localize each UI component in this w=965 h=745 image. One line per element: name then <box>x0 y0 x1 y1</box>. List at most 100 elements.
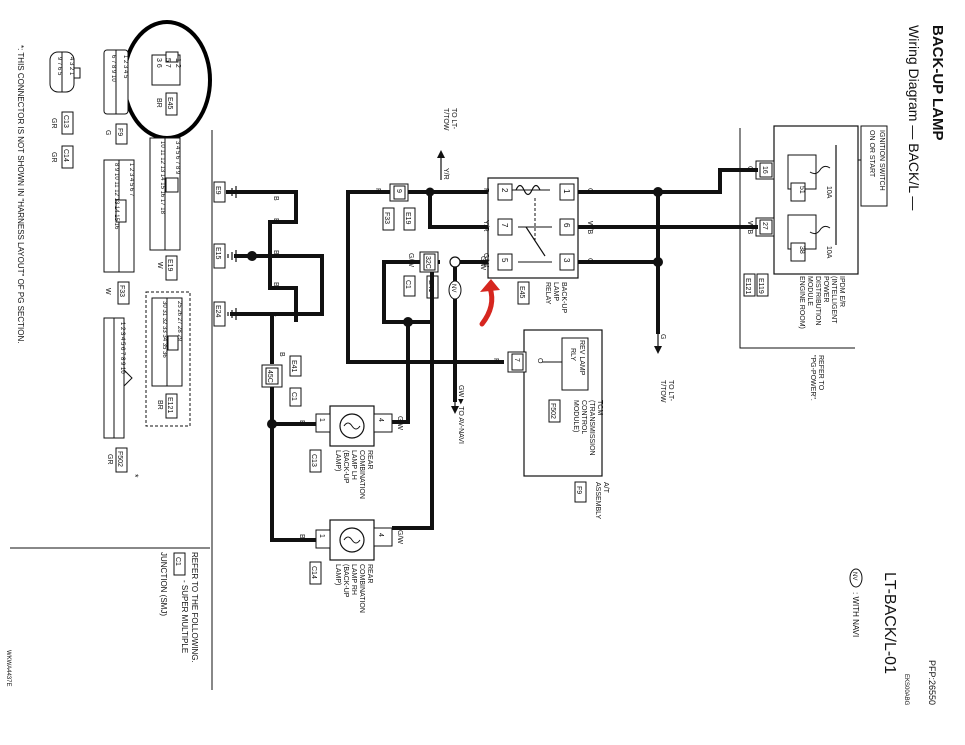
f33-face-row2: 8 9 10 11 12 13 14 15 16 <box>113 163 119 230</box>
lamp-lh-name-1: REAR <box>366 450 373 469</box>
c13-face-row2: 9 7 6 5 <box>56 57 62 76</box>
ground-wire-b-3: B <box>272 282 279 287</box>
ipdm-name-3: POWER <box>822 276 829 302</box>
tcm-pin-7: 7 <box>513 358 520 362</box>
at-assembly-1: A/T <box>602 482 609 494</box>
relay-pin-2: 2 <box>500 188 509 193</box>
f9-face-row1: 1 2 3 4 5 <box>122 55 128 79</box>
connector-e119-label: E119 <box>757 278 764 294</box>
lamp-lh-name-2: COMBINATION <box>358 450 365 499</box>
ground-wire-b-2: B <box>272 250 279 255</box>
c13-face-color: GR <box>50 118 57 129</box>
relay-pin-6: 6 <box>562 223 571 228</box>
tcm-name-1: TCM <box>596 400 603 415</box>
wire-gw-c1: G/W <box>407 253 414 267</box>
connector-c13-lamp: C13 <box>310 454 317 467</box>
relay-wire-g-top: G <box>586 188 593 193</box>
e19-face-id: E19 <box>166 259 173 272</box>
navi-symbol-icon <box>849 568 863 588</box>
relay-pins <box>497 183 575 271</box>
ground-e9-label: E9 <box>214 186 221 195</box>
relay-wire-r: R <box>482 188 489 193</box>
ground-wire-b-1: B <box>272 218 279 223</box>
to-lt-top-1: TO LT- <box>450 108 457 130</box>
page-code: PFP:26550 <box>927 660 937 705</box>
lamp-rh-name-4: (BACK-UP <box>342 564 349 598</box>
lamp-rh-wire-b: B <box>298 534 305 539</box>
e19-face-row2: 10 11 12 13 14 15 16 17 18 <box>159 141 165 215</box>
e45-face-color: BR <box>155 98 162 108</box>
tcm-name-4: MODULE) <box>572 400 579 432</box>
ground-pin-45c: 45C <box>266 370 273 383</box>
refer-note-line3: JUNCTION (SMJ) <box>159 552 168 616</box>
connector-c14-lamp: C14 <box>310 566 317 579</box>
rev-lamp-rly-box <box>561 337 589 391</box>
relay-pin-5: 5 <box>500 258 509 263</box>
to-lt-right-2: T/TOW <box>659 380 666 403</box>
lamp-rh-pin-1: 1 <box>318 534 325 538</box>
fuse-51-box <box>790 182 806 202</box>
f9-face-id: F9 <box>116 128 123 136</box>
c1-pin-32c: 32C <box>424 256 431 269</box>
refer-note-line1: REFER TO THE FOLLOWING. <box>190 552 199 663</box>
ipdm-name-5: MODULE <box>806 276 813 306</box>
navi-legend-text: : WITH NAVI <box>851 592 860 637</box>
lamp-rh-pin-4: 4 <box>377 533 384 537</box>
relay-name-1: BACK-UP <box>560 282 567 313</box>
ground-e24-label: E24 <box>214 305 221 318</box>
e121-dashed-frame <box>145 291 191 427</box>
relay-name-2: LAMP <box>552 282 559 301</box>
connector-f33-label: F33 <box>383 212 390 224</box>
lamp-rh-name-3: LAMP RH <box>350 564 357 595</box>
tcm-wire-o: O <box>536 358 543 364</box>
ignition-switch-box <box>860 125 888 207</box>
wire-gw-shield: G/W <box>479 256 486 270</box>
fuse-38-number: 38 <box>798 246 805 254</box>
connector-c13-face <box>49 51 81 93</box>
fuse-38-box <box>790 242 806 262</box>
f502-face-id: F502 <box>116 451 123 467</box>
connector-f502-label: F502 <box>549 403 556 419</box>
at-assembly-2: ASSEMBLY <box>594 482 601 520</box>
lamp-lh-name-5: LAMP) <box>334 450 341 471</box>
tcm-box <box>523 329 603 477</box>
rear-lamp-rh <box>315 519 393 561</box>
ground-symbols <box>227 186 237 320</box>
e19-face-row1: 3 4 5 6 7 8 9 <box>174 141 180 175</box>
ipdm-pin-27-label: 27 <box>761 222 768 230</box>
f33-face-id: F33 <box>118 285 125 297</box>
fuse-51-number: 51 <box>798 186 805 194</box>
connector-e45-face <box>151 51 181 86</box>
relay-pin-1: 1 <box>562 189 571 194</box>
rev-lamp-rly-line2: RLY <box>569 348 576 361</box>
footnote: *: THIS CONNECTOR IS NOT SHOWN IN "HARNE… <box>16 45 25 343</box>
navi-marker-icon <box>448 280 462 300</box>
to-lt-right-1: TO LT- <box>667 380 674 402</box>
section-id: LT-BACK/L-01 <box>881 572 898 674</box>
connector-f9-face <box>103 49 129 115</box>
relay-pin-7: 7 <box>500 223 509 228</box>
e19-face-color: W <box>156 262 163 269</box>
lamp-lh-pin-1: 1 <box>318 418 325 422</box>
ipdm-box <box>773 125 859 275</box>
lamp-rh-name-2: COMBINATION <box>358 564 365 613</box>
relay-wire-wb: W/B <box>586 221 593 235</box>
c14-face-color: GR <box>50 152 57 163</box>
c13-face-id: C13 <box>62 115 69 128</box>
shield-point-icon <box>449 256 461 268</box>
e45-face-id: E45 <box>166 97 173 110</box>
f502-face-row1: 1 2 3 4 5 6 7 8 9 10 <box>119 322 125 374</box>
tcm-name-3: CONTROL <box>580 400 587 434</box>
relay-pin-3: 3 <box>562 258 571 263</box>
connector-e41-label-a: E41 <box>427 280 434 293</box>
ipdm-pin-16 <box>759 162 773 178</box>
relay-wire-gw: G/W <box>482 253 489 267</box>
tcm-name-2: (TRANSMISSION <box>588 400 595 456</box>
f33-pin-9: 9 <box>395 189 402 193</box>
diagram-subtitle: Wiring Diagram — BACK/L — <box>906 25 922 210</box>
lamp-lh-wire-gw: G/W <box>396 416 403 430</box>
e45-face-row1: 1 2 <box>174 58 181 68</box>
tcm-wire-r: R <box>492 358 499 363</box>
f9-face-color: G <box>104 130 111 135</box>
